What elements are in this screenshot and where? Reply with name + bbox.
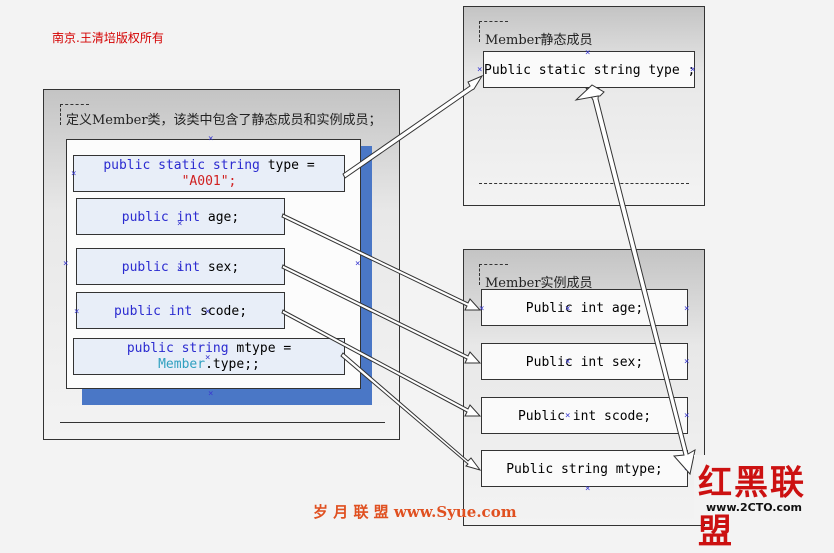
panel-corner-mark: [479, 21, 508, 42]
field-mtype-rest: mtype =: [236, 341, 292, 356]
field-age-rest: age;: [207, 210, 240, 225]
field-type-rest: type =: [267, 158, 315, 173]
handle-mark: ×: [205, 307, 211, 317]
arrow-static-instance-head: [574, 84, 605, 101]
member-class-caption: 定义Member类，该类中包含了静态成员和实例成员；: [66, 113, 382, 128]
instance-field-mtype: Public string mtype;: [481, 450, 688, 487]
arrow-static-instance: [585, 87, 696, 476]
handle-mark: ×: [479, 304, 485, 314]
field-age: public int age;: [76, 198, 285, 235]
handle-mark: ×: [585, 484, 591, 494]
field-type-keyword: public static string: [103, 158, 260, 173]
field-type-value: "A001";: [181, 174, 237, 189]
panel-baseline: [60, 422, 385, 423]
field-scode-rest: scode;: [200, 304, 248, 319]
field-sex-rest: sex;: [207, 260, 240, 275]
handle-mark: ×: [63, 259, 69, 269]
panel-corner-mark: [60, 104, 89, 125]
arrow-scode: [281, 309, 482, 417]
field-mtype: public string mtype = Member.type;;: [73, 338, 345, 375]
field-age-keyword: public int: [121, 210, 201, 225]
instance-members-caption: Member实例成员: [485, 276, 593, 291]
arrow-static-type: [342, 74, 484, 179]
instance-members-panel: Member实例成员 Public int age; Public int se…: [463, 249, 705, 526]
handle-mark: ×: [684, 411, 690, 421]
footer-watermark: 岁 月 联 盟 www.Syue.com: [313, 503, 517, 521]
handle-mark: ×: [177, 219, 183, 229]
handle-mark: ×: [208, 389, 214, 399]
static-members-panel: Member静态成员 Public static string type ; ×…: [463, 6, 705, 206]
handle-mark: ×: [585, 48, 591, 58]
field-mtype-type: Member: [158, 357, 206, 372]
connector-arrows: [281, 74, 696, 476]
handle-mark: ×: [684, 304, 690, 314]
copyright-text: 南京.王清培版权所有: [52, 31, 164, 45]
brand-logo: 红黑联盟 www.2CTO.com: [694, 455, 832, 552]
field-scode-keyword: public int: [113, 304, 193, 319]
panel-baseline: [479, 183, 689, 184]
handle-mark: ×: [205, 353, 211, 363]
brand-url: www.2CTO.com: [706, 501, 803, 514]
handle-mark: ×: [565, 304, 571, 314]
handle-mark: ×: [565, 411, 571, 421]
handle-mark: ×: [684, 357, 690, 367]
handle-mark: ×: [690, 65, 696, 75]
panel-corner-mark: [479, 264, 508, 285]
handle-mark: ×: [208, 134, 214, 144]
handle-mark: ×: [355, 259, 361, 269]
handle-mark: ×: [477, 65, 483, 75]
instance-field-scode: Public int scode;: [481, 397, 688, 434]
field-mtype-tail: .type;;: [205, 357, 260, 372]
instance-field-sex: Public int sex;: [481, 343, 688, 380]
arrow-mtype: [340, 352, 482, 471]
handle-mark: ×: [74, 307, 80, 317]
handle-mark: ×: [177, 264, 183, 274]
static-field-type: Public static string type ;: [483, 51, 695, 88]
static-members-caption: Member静态成员: [485, 33, 593, 48]
field-type: public static string type = "A001";: [73, 155, 345, 192]
field-sex-keyword: public int: [121, 260, 201, 275]
handle-mark: ×: [565, 357, 571, 367]
field-scode: public int scode;: [76, 292, 285, 329]
handle-mark: ×: [71, 169, 77, 179]
member-class-panel: 定义Member类，该类中包含了静态成员和实例成员； public static…: [43, 89, 400, 440]
arrow-age: [281, 213, 482, 311]
field-mtype-keyword: public string: [126, 341, 229, 356]
field-sex: public int sex;: [76, 248, 285, 285]
arrow-sex: [281, 264, 482, 364]
